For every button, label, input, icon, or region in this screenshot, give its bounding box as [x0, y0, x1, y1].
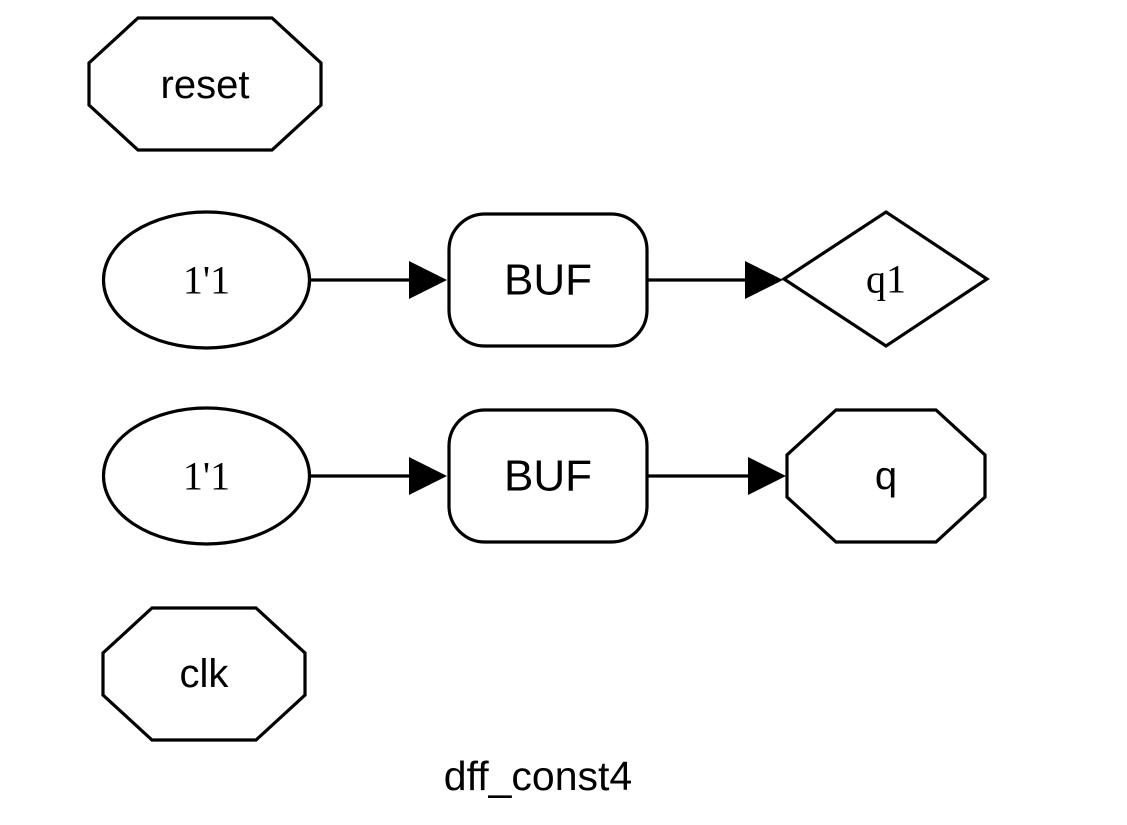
- node-label-q: q: [875, 454, 897, 498]
- node-buf-top[interactable]: BUF: [447, 212, 649, 348]
- edge-const-bottom-to-buf-bottom: [310, 457, 447, 495]
- arrow-head-q-input: [748, 457, 786, 495]
- octagon-shape-clk: [101, 606, 307, 742]
- node-label-buf-top: BUF: [504, 256, 592, 305]
- node-clk[interactable]: clk: [101, 606, 307, 742]
- node-label-clk: clk: [180, 652, 230, 696]
- octagon-shape-reset: [87, 16, 323, 152]
- ellipse-shape-const-top: [101, 210, 312, 350]
- node-buf-bottom[interactable]: BUF: [447, 408, 649, 544]
- edge-buf-bottom-to-q: [648, 457, 786, 495]
- node-label-buf-bottom: BUF: [504, 452, 592, 501]
- node-reset[interactable]: reset: [87, 16, 323, 152]
- node-const-top[interactable]: 1'1: [101, 210, 312, 350]
- node-label-q1: q1: [866, 257, 906, 302]
- arrow-head-buf-top-input: [409, 261, 447, 299]
- node-const-bottom[interactable]: 1'1: [101, 406, 312, 546]
- rounded-box-shape-buf-bottom: [447, 408, 649, 544]
- graph-title: dff_const4: [444, 753, 632, 799]
- node-label-const-bottom: 1'1: [183, 454, 230, 499]
- rounded-box-shape-buf-top: [447, 212, 649, 348]
- node-q[interactable]: q: [785, 408, 987, 544]
- octagon-shape-q: [785, 408, 987, 544]
- arrow-head-buf-bottom-input: [409, 457, 447, 495]
- diamond-shape-q1: [781, 210, 990, 348]
- node-label-reset: reset: [161, 63, 250, 107]
- edge-buf-top-to-q1: [648, 261, 783, 299]
- arrow-head-q1-input: [745, 261, 783, 299]
- ellipse-shape-const-bottom: [101, 406, 312, 546]
- edge-const-top-to-buf-top: [310, 261, 447, 299]
- node-q1[interactable]: q1: [781, 210, 990, 348]
- node-label-const-top: 1'1: [183, 258, 230, 303]
